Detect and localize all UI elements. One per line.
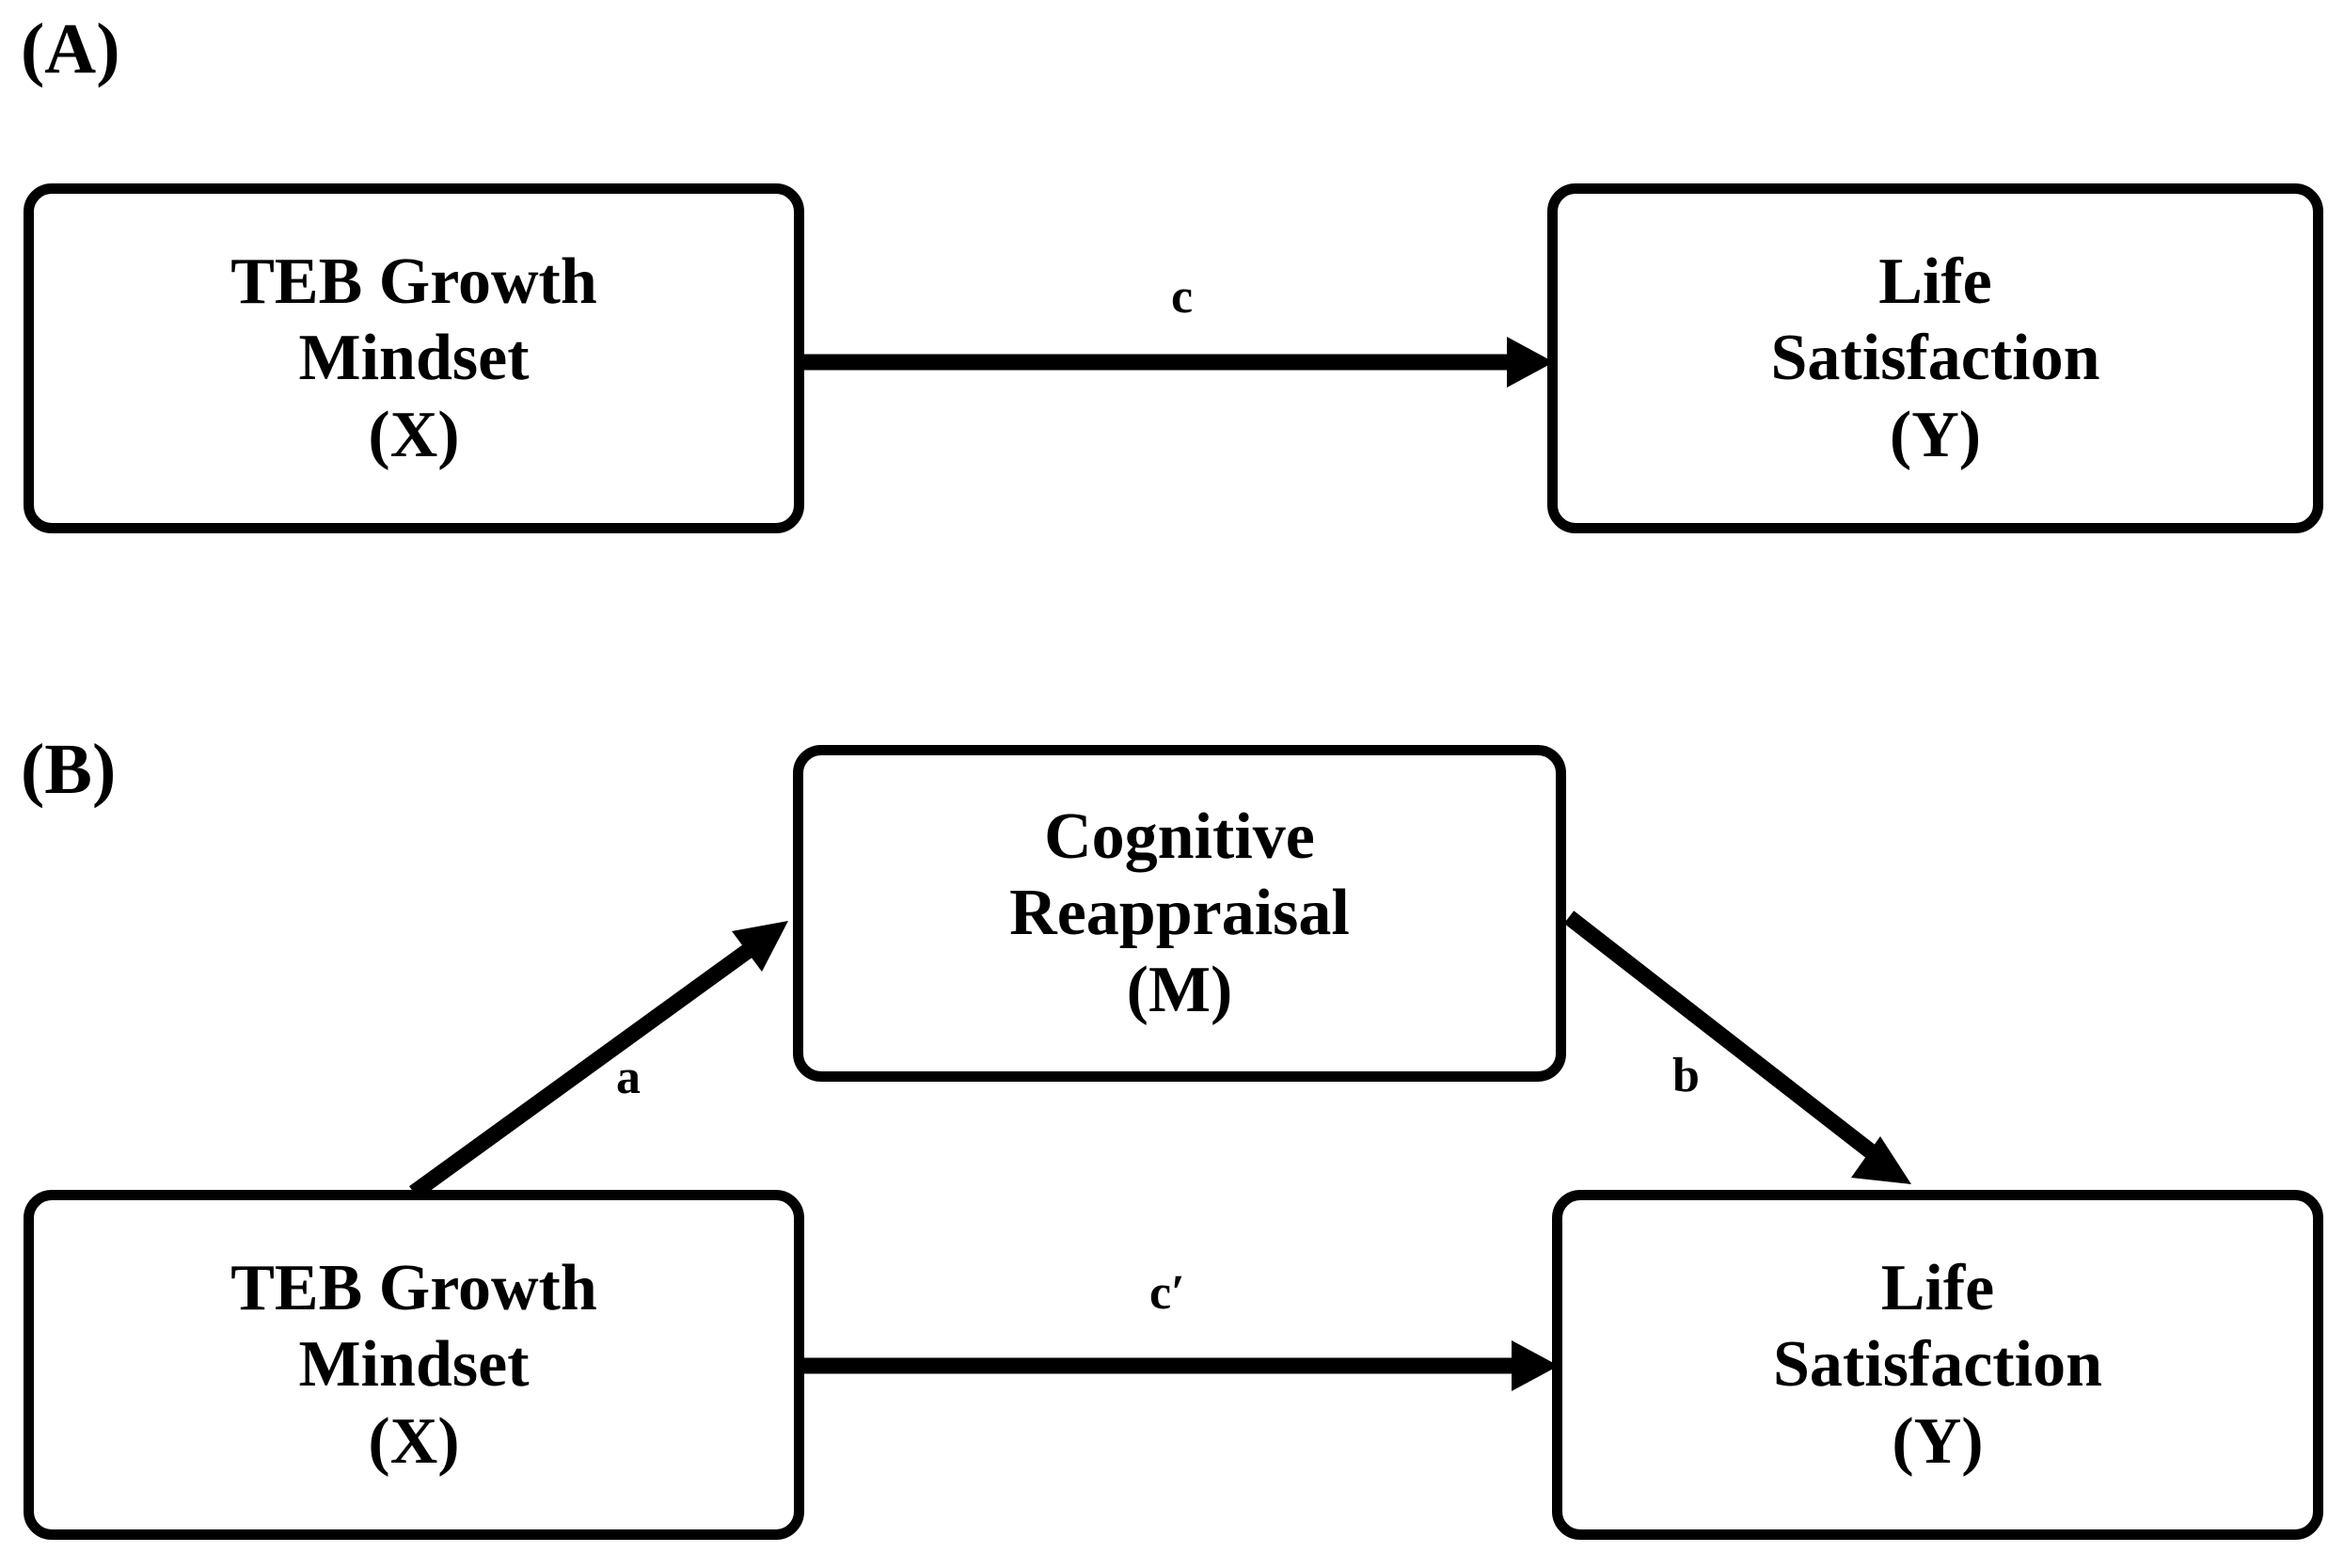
panel-b-label: (B) (21, 730, 117, 809)
node-teb-growth-mindset-x-panel-a: TEB Growth Mindset (X) (24, 183, 804, 533)
panel-a-label: (A) (21, 9, 120, 88)
node-line: TEB Growth (230, 245, 597, 319)
node-life-satisfaction-y-panel-b: Life Satisfaction (Y) (1552, 1190, 2323, 1540)
path-label-b: b (1672, 1049, 1700, 1102)
arrow-b (1563, 911, 1911, 1184)
path-label-a: a (616, 1051, 641, 1104)
arrow-a (409, 921, 788, 1199)
node-line: Cognitive (1044, 800, 1315, 874)
node-line: (Y) (1892, 1404, 1984, 1478)
node-line: (Y) (1889, 398, 1982, 471)
node-line: Mindset (298, 1328, 530, 1402)
node-life-satisfaction-y-panel-a: Life Satisfaction (Y) (1547, 183, 2323, 533)
arrow-c-prime (804, 1340, 1559, 1391)
node-line: (M) (1126, 953, 1233, 1026)
path-label-c: c (1171, 270, 1194, 324)
node-cognitive-reappraisal-m: Cognitive Reappraisal (M) (793, 745, 1566, 1082)
path-label-c-prime: c′ (1149, 1266, 1185, 1320)
node-line: Satisfaction (1770, 322, 2100, 395)
node-line: TEB Growth (230, 1252, 597, 1325)
node-line: Satisfaction (1773, 1328, 2102, 1402)
node-line: Reappraisal (1009, 877, 1350, 950)
node-line: Life (1880, 1252, 1995, 1325)
node-line: Life (1878, 245, 1992, 319)
node-teb-growth-mindset-x-panel-b: TEB Growth Mindset (X) (24, 1190, 804, 1540)
node-line: (X) (368, 1404, 460, 1478)
arrow-c (804, 337, 1554, 388)
node-line: Mindset (298, 322, 530, 395)
node-line: (X) (368, 398, 460, 471)
